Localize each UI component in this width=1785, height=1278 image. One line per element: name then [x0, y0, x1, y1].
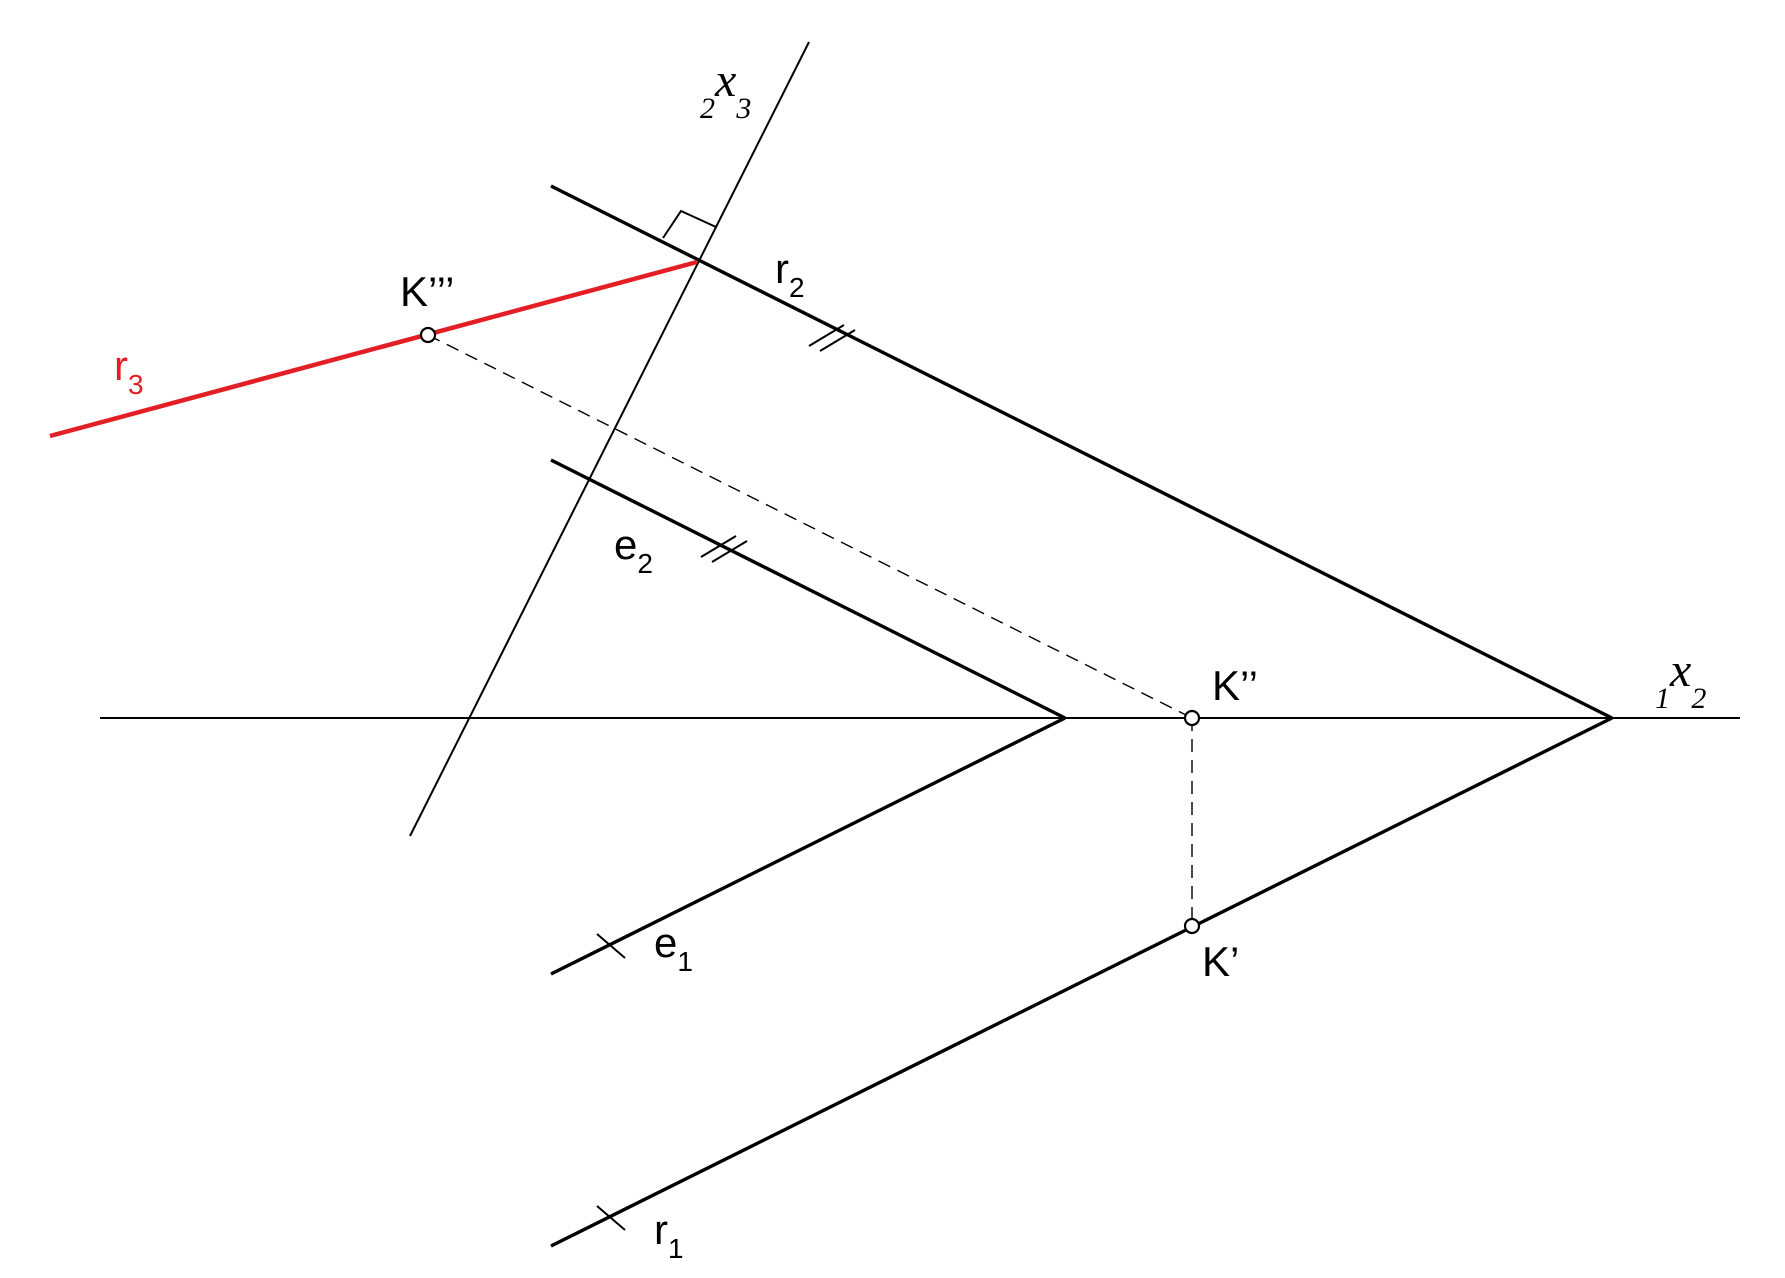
tick-r1	[596, 1205, 626, 1231]
right-angle-marker	[662, 209, 717, 239]
double-tick-r2-a	[808, 324, 845, 347]
label-e2: e2	[614, 521, 653, 579]
line-r2	[550, 184, 1613, 720]
tick-e1	[596, 933, 626, 959]
line-e1	[550, 716, 1066, 976]
line-r1	[550, 716, 1613, 1248]
label-r1: r1	[654, 1206, 684, 1264]
line-r3	[49, 259, 698, 439]
label-k2: K’’	[1212, 662, 1258, 709]
label-k3: K’’’	[400, 268, 455, 315]
double-tick-e2-a	[700, 535, 737, 558]
label-axis-2x3: 2x3	[700, 54, 751, 125]
double-tick-r2-b	[819, 329, 856, 352]
point-k2	[1183, 709, 1201, 727]
double-tick-e2-b	[711, 540, 748, 563]
point-k1	[1183, 917, 1201, 935]
label-axis-1x2: 1x2	[1655, 644, 1706, 715]
line-e2	[550, 458, 1066, 720]
axis-2x3	[409, 41, 810, 837]
projector-k3-k2	[427, 334, 1193, 719]
label-r2: r2	[775, 245, 805, 303]
label-r3: r3	[114, 342, 144, 400]
point-k3	[419, 326, 437, 344]
label-e1: e1	[654, 919, 693, 977]
label-k1: K’	[1202, 938, 1239, 985]
